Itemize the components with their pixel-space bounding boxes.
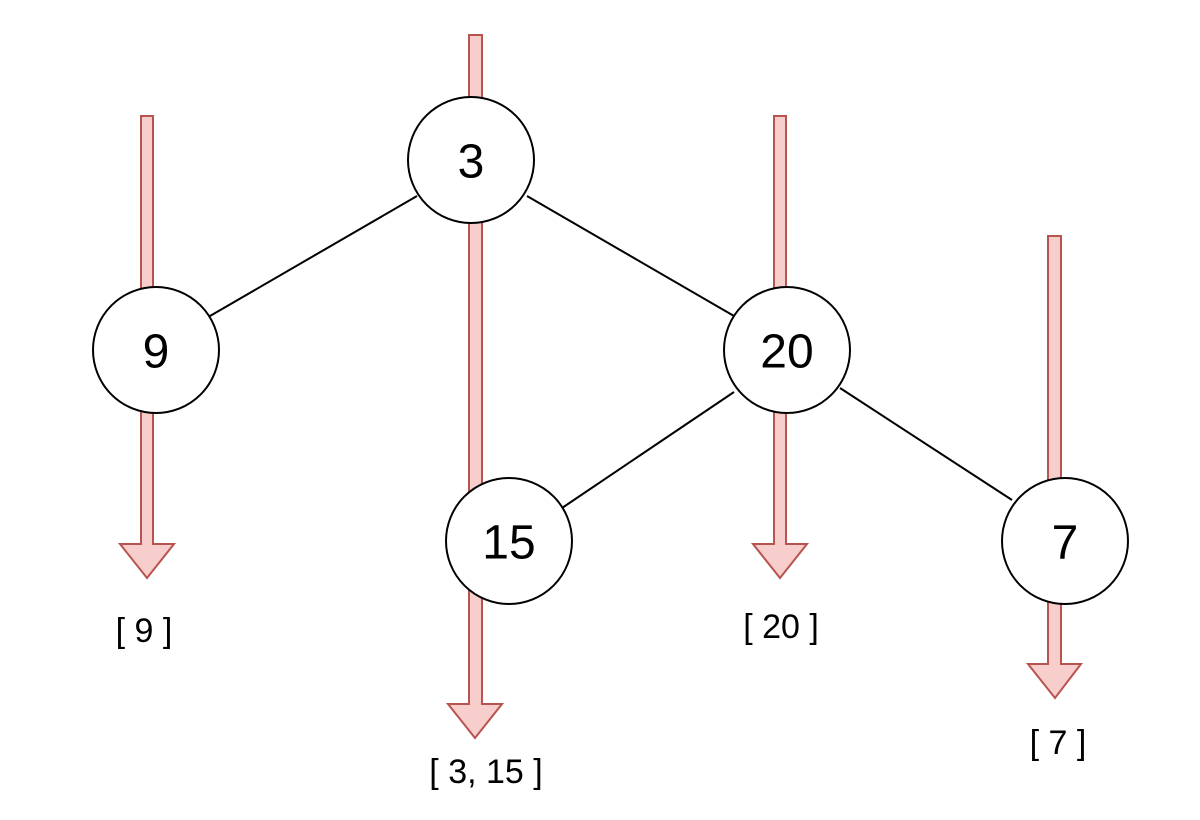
column-arrows: [117, 34, 1084, 740]
tree-node-9: 9: [92, 286, 220, 414]
tree-edges: [209, 195, 1013, 509]
tree-nodes: 3 9 20 15 7: [92, 96, 1129, 605]
node-value: 3: [458, 136, 485, 189]
node-circle: [1001, 477, 1129, 605]
tree-node-15: 15: [445, 477, 573, 605]
edge-3-9: [209, 195, 418, 317]
column-label-20: [ 20 ]: [743, 608, 819, 646]
node-value: 20: [760, 326, 813, 379]
tree-node-20: 20: [723, 286, 851, 414]
edge-20-15: [561, 391, 735, 509]
node-circle: [407, 96, 535, 224]
edge-20-7: [839, 387, 1013, 501]
edge-3-20: [526, 195, 735, 317]
column-arrow-7: [1025, 235, 1084, 700]
column-label-7: [ 7 ]: [1030, 724, 1087, 762]
column-labels: [ 9 ] [ 3, 15 ] [ 20 ] [ 7 ]: [116, 608, 1087, 791]
column-label-9: [ 9 ]: [116, 612, 173, 650]
column-label-3-15: [ 3, 15 ]: [429, 753, 542, 791]
node-circle: [92, 286, 220, 414]
node-value: 7: [1052, 517, 1079, 570]
node-circle: [723, 286, 851, 414]
node-circle: [445, 477, 573, 605]
tree-node-7: 7: [1001, 477, 1129, 605]
tree-node-3: 3: [407, 96, 535, 224]
node-value: 9: [143, 326, 170, 379]
node-value: 15: [482, 517, 535, 570]
